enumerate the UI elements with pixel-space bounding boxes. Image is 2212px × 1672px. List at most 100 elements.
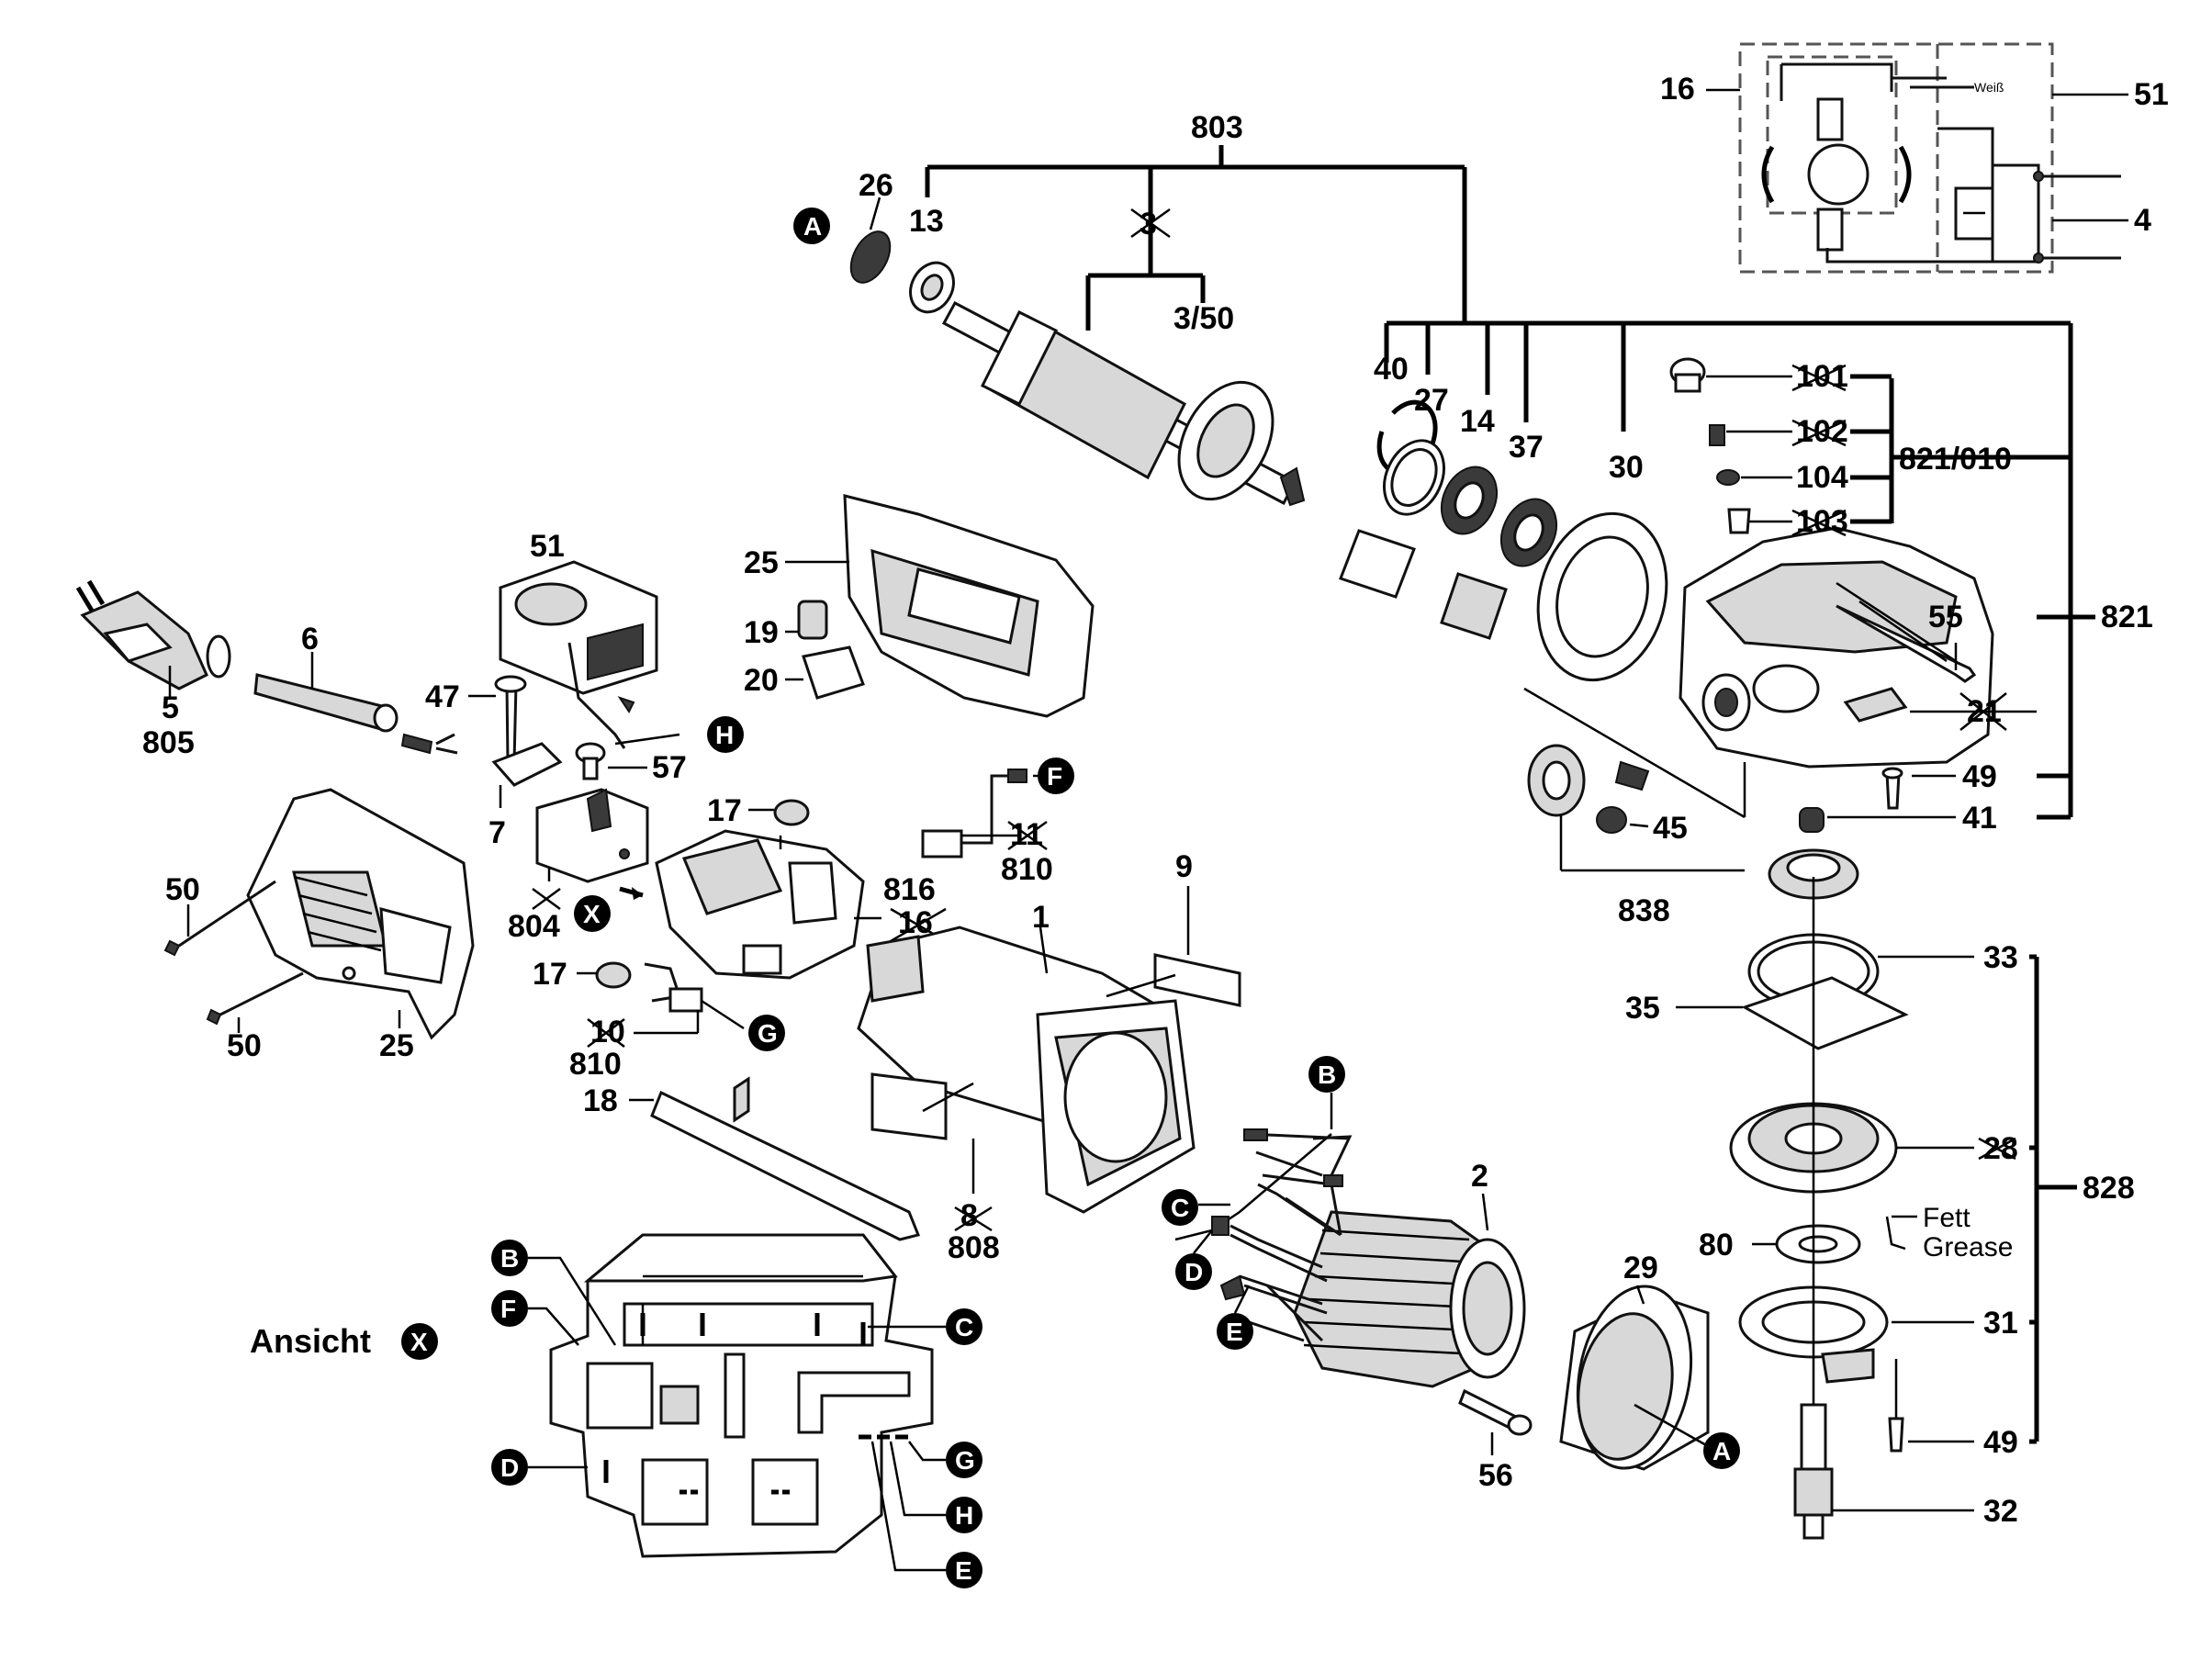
part-2-label: 2 [1471,1159,1488,1194]
handle-housing-25 [246,788,475,1040]
part-821-010-label: 821/010 [1899,442,2012,477]
air-guide-ring-29 [1559,1285,1710,1471]
badge-g-view [946,1442,982,1478]
brush-holder-20 [802,645,865,700]
badge-c-right-text: C [1171,1194,1189,1222]
spring-17a [773,799,810,826]
part-49b-label: 49 [1983,1425,2018,1460]
part-808-label: 808 [948,1230,1000,1265]
part-3-50-label: 3/50 [1173,301,1234,336]
part-804-label: 804 [508,909,560,944]
part-18-label: 18 [583,1083,618,1118]
motor-housing-1 [857,926,1196,1214]
part-41-label: 41 [1962,801,1997,836]
part-51-label: 51 [2134,77,2169,112]
part-47-label: 47 [425,679,460,714]
part-1-label: 1 [1032,900,1050,935]
part-31-label: 31 [1983,1306,2018,1341]
badge-g-left-text: G [758,1019,778,1048]
badge-h-top [707,716,744,753]
grease-note: Grease [1923,1232,2013,1262]
gear-housing-21 [1679,526,1994,769]
electronic-module-51 [499,560,658,749]
spacer-27b [1339,529,1416,599]
part-4-label: 4 [2134,203,2151,238]
part-20-label: 20 [744,663,779,698]
part-805-label: 805 [142,725,195,760]
plug-5 [75,579,208,690]
screw-55 [1836,604,1977,683]
armature [941,300,1306,507]
fett-note: Fett [1923,1203,1971,1233]
badge-f-view-text: F [500,1295,516,1323]
cable-channel-18 [650,1090,921,1241]
badge-b-view-text: B [500,1244,519,1273]
part-80-label: 80 [1699,1228,1734,1262]
badge-e-right [1217,1313,1253,1350]
part-14-label: 14 [1460,404,1495,439]
switch-module [535,788,649,883]
screw-47 [505,682,518,764]
group-821-bracket [1384,320,2095,820]
spring-17b [595,961,632,989]
washer-41 [1799,807,1825,833]
spring-102 [1709,424,1725,446]
spindle-32 [1800,1403,1827,1471]
part-810a-label: 810 [1001,852,1053,887]
group-828-bracket [2029,954,2077,1444]
badge-f-view [491,1290,528,1327]
screw-49b [1888,1417,1904,1453]
part-29-label: 29 [1623,1251,1658,1285]
part-37-label: 37 [1509,430,1544,465]
motor-housing-cover-25 [843,494,1095,718]
part-838-label: 838 [1618,893,1670,928]
part-55-label: 55 [1928,600,1963,634]
stator-2 [1293,1210,1526,1388]
part-5-label: 5 [162,690,179,725]
part-50b-label: 50 [227,1028,262,1063]
cable-guard-6 [253,673,399,733]
part-10-label: 10 [590,1015,625,1049]
gasket-35 [1741,976,1909,1050]
badge-e-view-text: E [955,1556,972,1585]
part-28-label: 28 [1983,1131,2018,1166]
part-57-label: 57 [652,750,687,785]
nut-45 [1596,806,1627,834]
part-26-label: 26 [859,168,893,203]
part-33-label: 33 [1983,940,2018,975]
part-45-label: 45 [1653,811,1688,846]
screw-50a [163,939,181,957]
part-30-label: 30 [1609,450,1644,485]
brush-holder-816 [655,829,865,980]
part-49a-label: 49 [1962,759,1997,794]
washer-104 [1716,469,1740,486]
badge-x-left-text: X [583,900,601,928]
part-816-label: 816 [883,872,936,907]
part-19-label: 19 [744,615,779,650]
badge-x-view [401,1323,438,1360]
part-821-label: 821 [2101,600,2153,634]
badge-a-bottom [1703,1432,1740,1469]
fan-nut-26 [849,230,892,284]
screw-50b [206,1008,222,1026]
part-104-label: 104 [1796,460,1848,495]
badge-e-right-text: E [1226,1318,1243,1346]
badge-b-right-text: B [1318,1060,1336,1089]
part-11-label: 11 [1010,817,1043,852]
carbon-brush-11 [921,829,963,858]
part-810b-label: 810 [569,1047,622,1082]
part-25b-label: 25 [379,1028,414,1063]
spring-19 [797,600,828,640]
badge-a-top [793,208,830,244]
badge-g-view-text: G [955,1446,975,1475]
label-plate-9 [1153,953,1241,1007]
badge-b-view [491,1240,528,1276]
view-x-drawing [549,1233,934,1558]
part-51b-label: 51 [530,529,565,564]
clip-7 [491,742,563,787]
badge-a-bottom-text: A [1712,1437,1731,1465]
badge-h-view [946,1497,982,1533]
badge-d-right-text: D [1185,1258,1203,1286]
part-25a-label: 25 [744,545,779,580]
